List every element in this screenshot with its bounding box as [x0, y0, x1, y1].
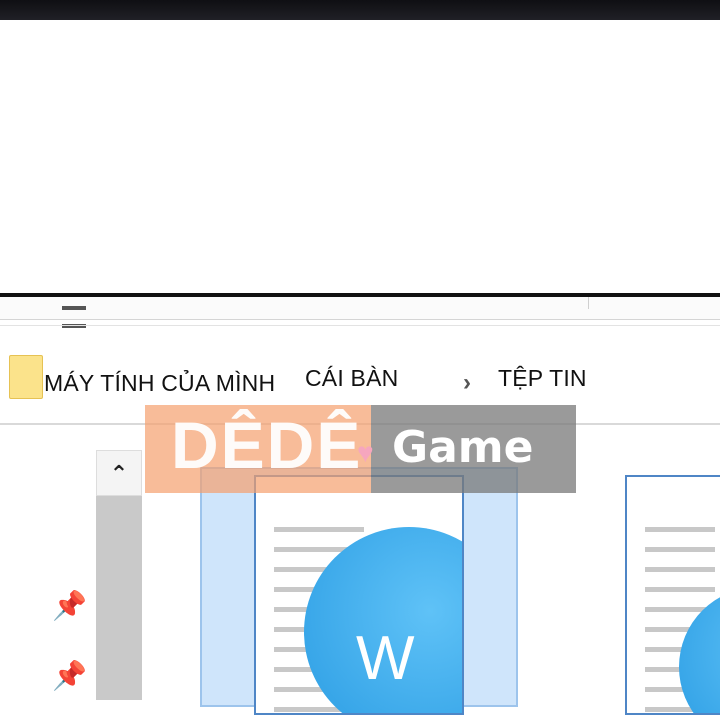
breadcrumb-files[interactable]: TỆP TIN	[498, 365, 587, 391]
panel-border	[0, 293, 720, 297]
dark-header-band	[0, 0, 720, 20]
folder-icon	[9, 355, 43, 399]
watermark-right-panel	[371, 405, 576, 493]
watermark-text: DÊDÊ	[171, 408, 363, 482]
breadcrumb-desktop[interactable]: CÁI BÀN	[305, 365, 399, 391]
ribbon-controls	[62, 297, 124, 328]
heart-icon: ♥	[357, 437, 374, 468]
pin-icon[interactable]: 📌	[52, 590, 87, 621]
ribbon-line	[0, 325, 720, 326]
watermark-game-text: Game	[392, 422, 534, 473]
chevron-right-icon[interactable]: ›	[463, 369, 471, 396]
word-document-icon[interactable]	[625, 475, 720, 715]
chevron-up-icon[interactable]: ⌃	[96, 450, 142, 496]
ribbon-strip	[0, 297, 720, 328]
file-explorer-window: MÁY TÍNH CỦA MÌNH CÁI BÀN › TỆP TIN ⌃ 📌 …	[0, 297, 720, 715]
word-document-icon[interactable]: W	[254, 475, 464, 715]
blank-panel	[0, 20, 720, 294]
ribbon-divider	[588, 297, 589, 309]
watermark-left-panel: DÊDÊ	[145, 405, 371, 493]
watermark-logo: DÊDÊ ♥ Game	[145, 405, 576, 493]
breadcrumb-this-pc[interactable]: MÁY TÍNH CỦA MÌNH	[44, 370, 276, 396]
word-badge-letter: W	[356, 624, 415, 693]
address-bar[interactable]: MÁY TÍNH CỦA MÌNH CÁI BÀN › TỆP TIN	[0, 341, 720, 423]
pin-icon[interactable]: 📌	[52, 660, 87, 691]
